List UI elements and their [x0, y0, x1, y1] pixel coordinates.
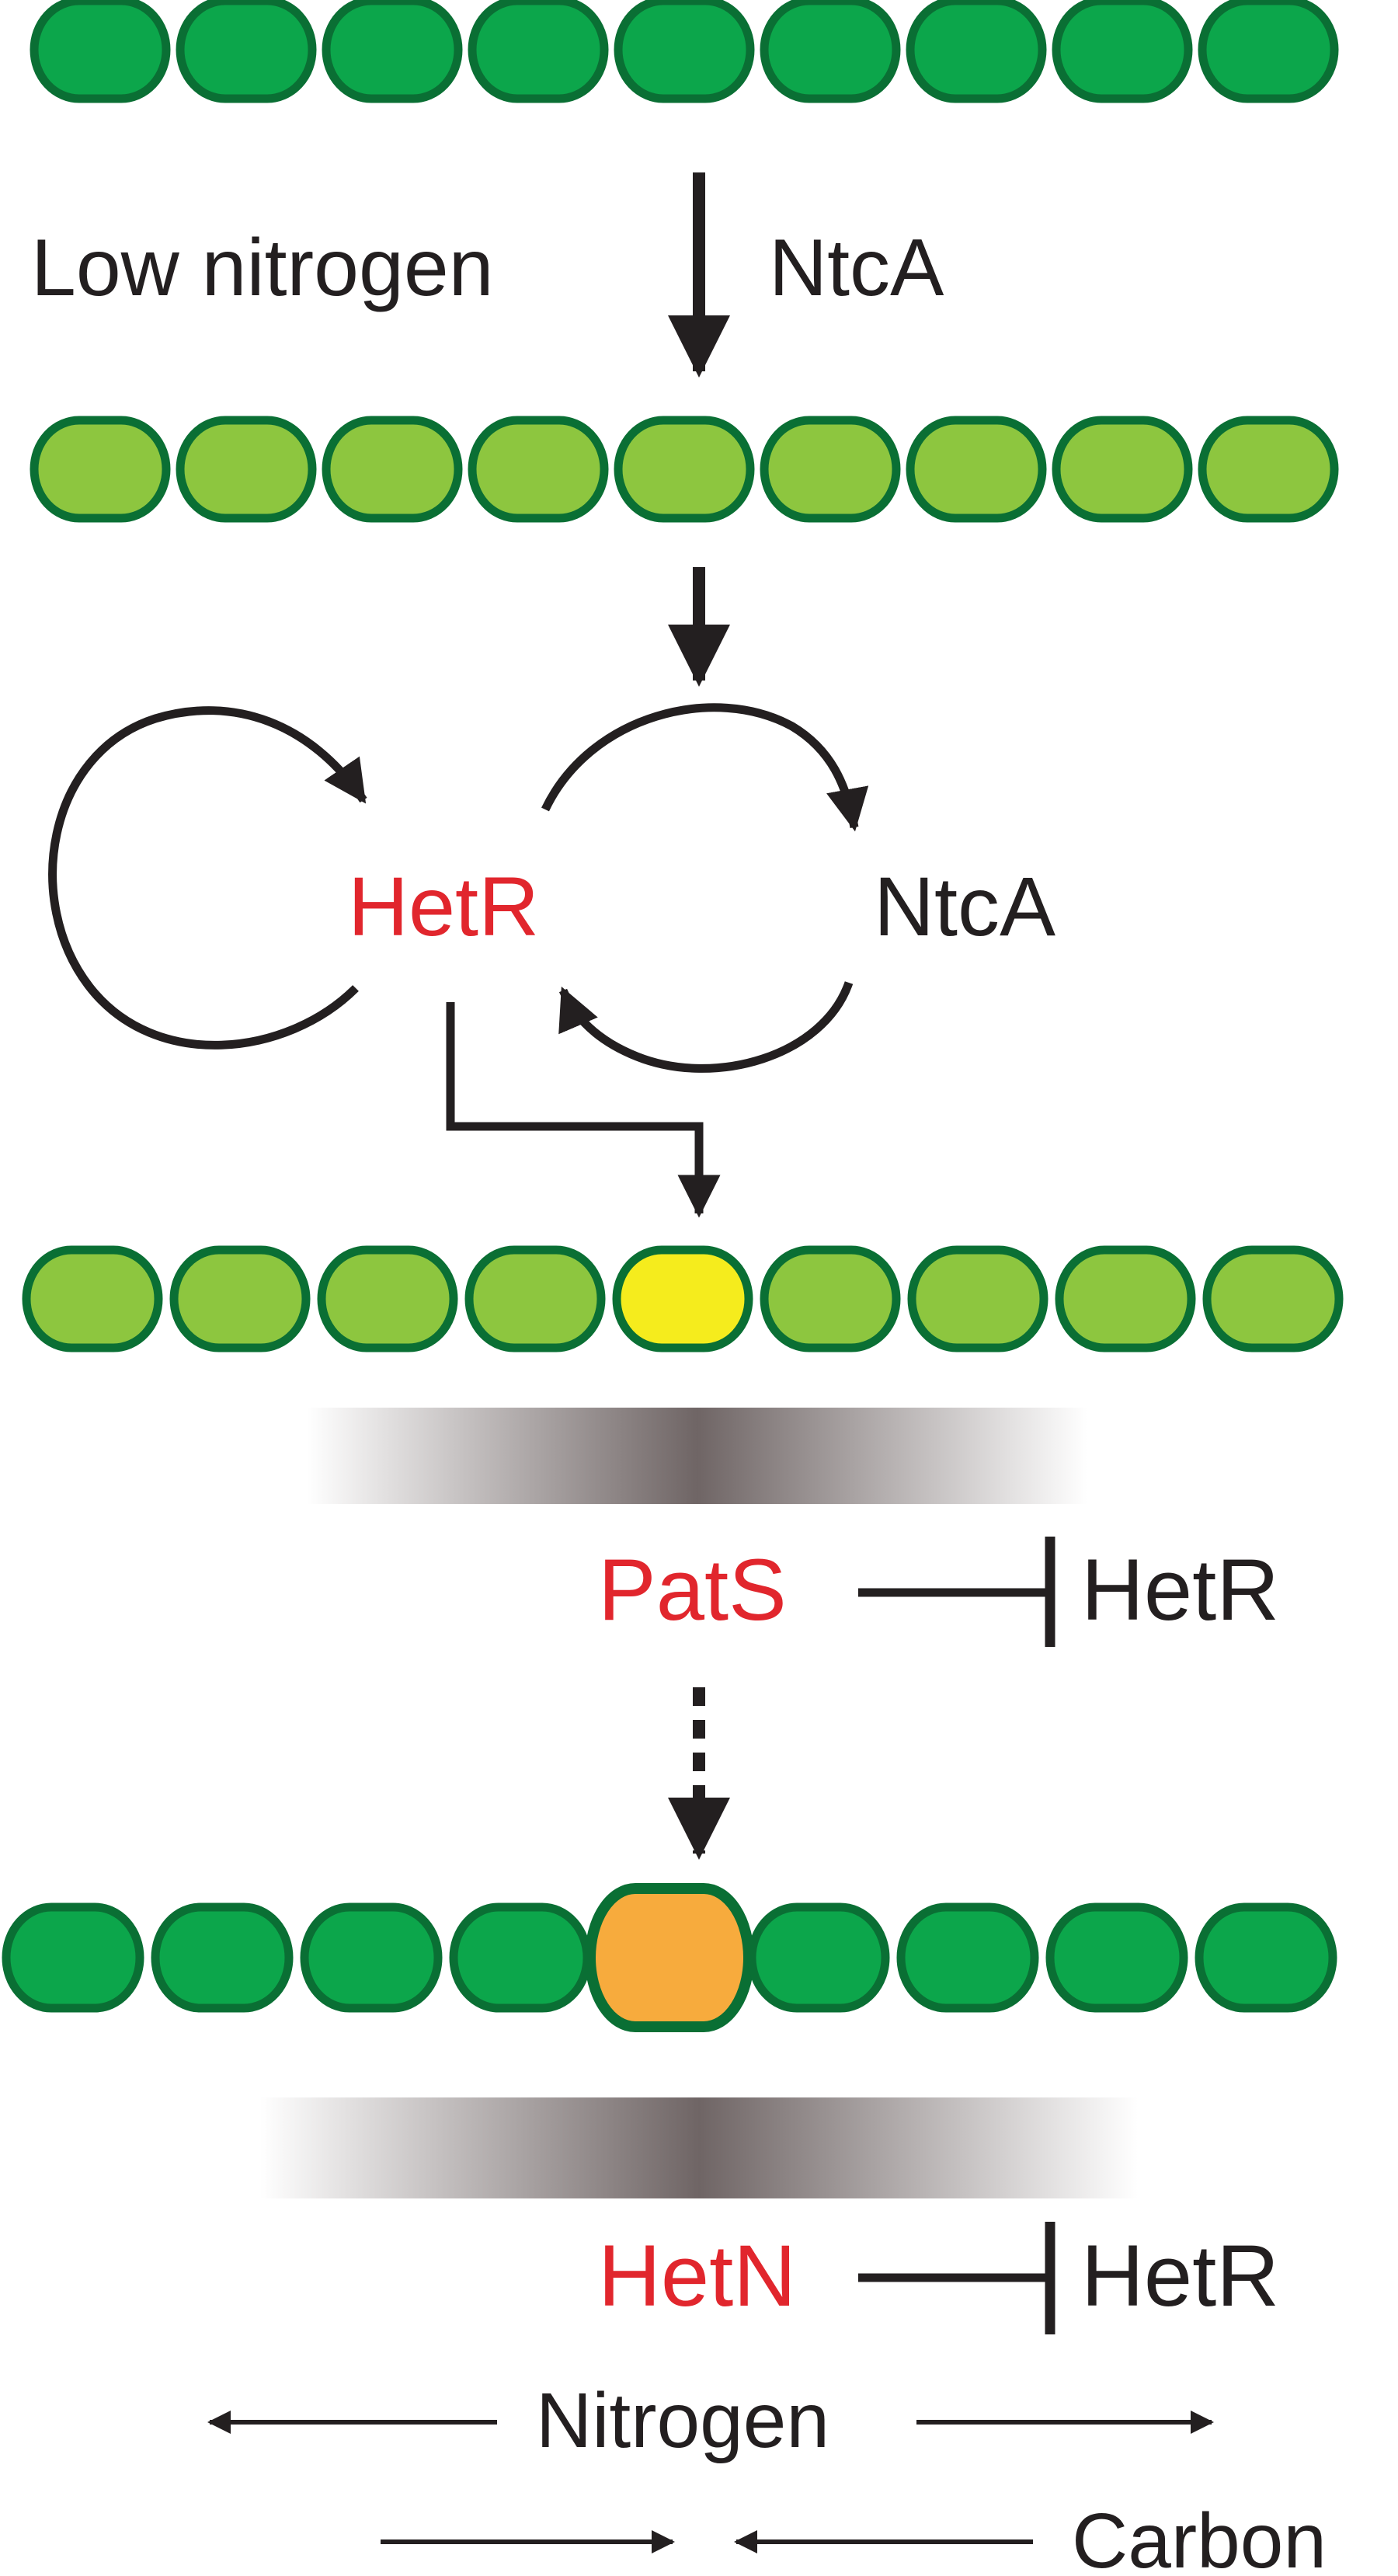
vegetative-cell [22, 1245, 163, 1352]
vegetative-cell [614, 416, 755, 523]
vegetative-cell [176, 0, 317, 103]
vegetative-cell [449, 1902, 592, 2013]
vegetative-cell [2, 1902, 144, 2013]
vegetative-cell [1198, 0, 1339, 103]
vegetative-cell [1195, 1902, 1337, 2013]
hetr-activates-ntca-arrow [541, 703, 869, 832]
hetn-gradient [260, 2097, 1138, 2198]
vegetative-cell [464, 1245, 606, 1352]
filament-proheterocyst [22, 1245, 1344, 1352]
filament-nitrogen-replete [30, 0, 1339, 103]
hetr-loop-label: HetR [348, 859, 539, 953]
proheterocyst-cell [612, 1245, 753, 1352]
ntca-activates-hetr-arrow [558, 981, 854, 1073]
ntca-top-label: NtcA [769, 223, 944, 313]
vegetative-cell [1052, 0, 1193, 103]
vegetative-cell [151, 1902, 294, 2013]
filament-heterocyst [2, 1883, 1337, 2032]
filament-nitrogen-starved [30, 416, 1339, 523]
vegetative-cell [906, 0, 1047, 103]
vegetative-cell [30, 416, 171, 523]
vegetative-cell [760, 0, 901, 103]
vegetative-cell [1052, 416, 1193, 523]
vegetative-cell [906, 416, 1047, 523]
vegetative-cell [176, 416, 317, 523]
vegetative-cell [1198, 416, 1339, 523]
vegetative-cell [1055, 1245, 1196, 1352]
vegetative-cell [907, 1245, 1048, 1352]
hetr-autoactivation-arrow [48, 706, 367, 1050]
vegetative-cell [322, 0, 463, 103]
vegetative-cell [30, 0, 171, 103]
vegetative-cell [1045, 1902, 1188, 2013]
vegetative-cell [300, 1902, 443, 2013]
nitrogen-label: Nitrogen [536, 2377, 829, 2464]
vegetative-cell [322, 416, 463, 523]
pats-target-hetr-label: HetR [1081, 1541, 1279, 1638]
hetn-label: HetN [598, 2227, 796, 2324]
pats-gradient [307, 1408, 1087, 1504]
low-nitrogen-label: Low nitrogen [31, 223, 494, 313]
ntca-loop-label: NtcA [874, 859, 1055, 953]
hetn-target-hetr-label: HetR [1081, 2227, 1279, 2324]
vegetative-cell [468, 416, 609, 523]
vegetative-cell [747, 1902, 890, 2013]
vegetative-cell [317, 1245, 458, 1352]
vegetative-cell [760, 1245, 901, 1352]
carbon-label: Carbon [1072, 2498, 1327, 2576]
vegetative-cell [896, 1902, 1039, 2013]
vegetative-cell [169, 1245, 311, 1352]
vegetative-cell [468, 0, 609, 103]
vegetative-cell [1202, 1245, 1344, 1352]
pats-label: PatS [598, 1541, 787, 1638]
heterocyst-cell [585, 1883, 754, 2032]
vegetative-cell [760, 416, 901, 523]
hetr-induces-differentiation-arrow [446, 1002, 721, 1218]
vegetative-cell [614, 0, 755, 103]
